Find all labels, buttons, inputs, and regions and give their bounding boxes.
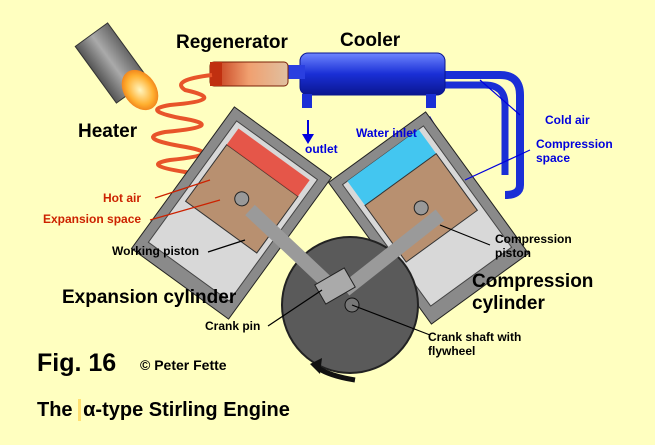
flame-icon xyxy=(121,69,159,111)
water-inlet-label: Water inlet xyxy=(356,126,417,140)
crank-pin-label: Crank pin xyxy=(205,319,261,333)
caption-prefix: The xyxy=(37,399,79,421)
burner xyxy=(74,22,159,111)
figure-caption: The α-type Stirling Engine xyxy=(37,399,290,422)
cold-air-label: Cold air xyxy=(545,113,590,127)
outlet-label: outlet xyxy=(305,142,338,156)
copyright-text: © Peter Fette xyxy=(140,357,227,373)
expansion-space xyxy=(226,128,310,197)
crank-shaft-label: Crank shaft with flywheel xyxy=(428,330,522,358)
expansion-space-label: Expansion space xyxy=(43,212,142,226)
compression-space xyxy=(347,129,437,206)
working-piston-label: Working piston xyxy=(112,244,200,258)
compression-cylinder-label: Compression cylinder xyxy=(472,271,594,314)
outlet-arrow-icon xyxy=(302,134,314,144)
caption-suffix: -type Stirling Engine xyxy=(95,399,290,421)
cooler-label: Cooler xyxy=(340,30,401,51)
leader-lines xyxy=(464,79,531,181)
flywheel xyxy=(245,204,445,374)
figure-number: Fig. 16 xyxy=(37,349,117,377)
heater-label: Heater xyxy=(78,121,138,142)
expansion-cylinder-label: Expansion cylinder xyxy=(62,287,237,308)
cooler-body xyxy=(299,52,446,96)
compression-piston-label: Compression piston xyxy=(495,232,572,260)
heater-coil xyxy=(151,73,213,187)
compression-space-label: Compression space xyxy=(536,137,613,165)
caption-alpha-symbol: α xyxy=(78,399,96,421)
regenerator-label: Regenerator xyxy=(176,32,288,53)
regenerator xyxy=(209,61,289,87)
rotation-arrowhead-icon xyxy=(310,358,322,374)
crank-pin xyxy=(314,267,356,305)
hot-air-label: Hot air xyxy=(103,191,142,205)
